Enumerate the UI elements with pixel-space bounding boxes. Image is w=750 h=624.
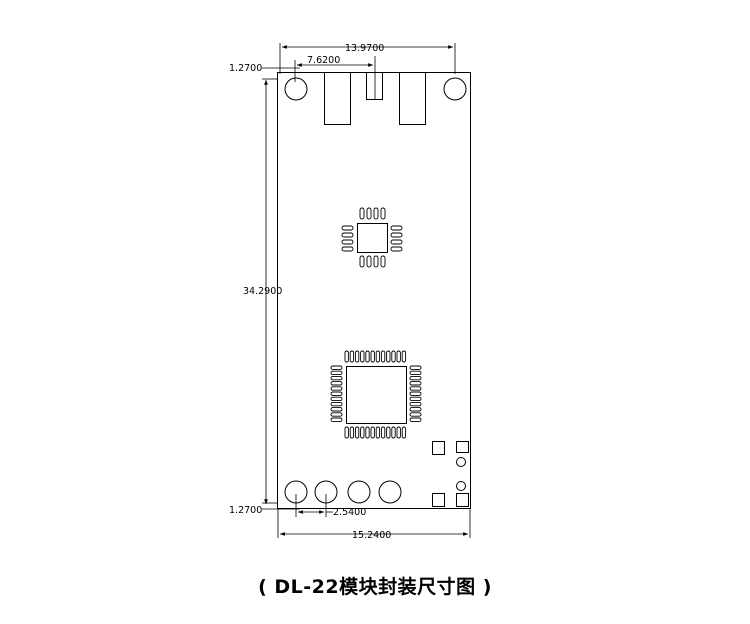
large-chip-pin: [330, 401, 343, 407]
dim-pin-pitch: [295, 494, 333, 517]
large-chip-pin: [391, 350, 396, 363]
small-chip-pin: [341, 225, 354, 231]
small-chip-pin: [380, 207, 386, 220]
small-chip-pin: [380, 255, 386, 268]
large-chip-pin: [409, 365, 422, 370]
large-chip-pin: [365, 350, 370, 363]
large-chip-pin: [409, 391, 422, 396]
dim-top-offset-label: 7.6200: [307, 55, 340, 66]
large-chip-pin: [330, 375, 343, 381]
large-chip-pin: [409, 386, 422, 391]
small-chip-pin: [341, 239, 354, 245]
large-chip-pin: [386, 350, 391, 363]
top-pad-right: [399, 72, 426, 125]
small-chip-pin: [359, 207, 365, 220]
dim-pin-pitch-label: 2.5400: [333, 507, 366, 518]
small-chip-pin: [373, 255, 379, 268]
large-chip-pin: [409, 396, 422, 402]
small-chip-pin: [390, 246, 403, 252]
large-chip-pin: [330, 396, 343, 402]
top-pad-center: [366, 72, 383, 100]
dim-total-width-label: 15.2400: [352, 530, 391, 541]
large-chip-pin: [370, 350, 375, 363]
small-chip-body: [357, 223, 388, 253]
large-chip-pin: [396, 350, 401, 363]
large-chip-pin: [375, 426, 381, 439]
board-outline: [277, 72, 471, 509]
square-pad-2: [456, 441, 469, 453]
large-chip-pin: [401, 350, 407, 363]
large-chip-pin: [360, 426, 365, 439]
dim-top-width-label: 13.9700: [345, 43, 384, 54]
dim-bottom-margin: [262, 502, 300, 510]
large-chip-pin: [360, 350, 365, 363]
small-chip-pin: [359, 255, 365, 268]
large-chip-pin: [375, 350, 381, 363]
dim-top-offset: [294, 56, 376, 100]
square-pad-1: [432, 441, 445, 455]
square-pad-3: [432, 493, 445, 507]
large-chip-pin: [349, 426, 355, 439]
large-qfp-chip: [330, 350, 422, 439]
mounting-hole-top-left: [284, 77, 308, 101]
large-chip-pin: [386, 426, 391, 439]
large-chip-pin: [391, 426, 396, 439]
large-chip-pin: [330, 417, 343, 422]
large-chip-pin: [409, 381, 422, 386]
small-qfn-chip: [341, 207, 403, 268]
large-chip-pin: [370, 426, 375, 439]
bottom-pin-3: [347, 480, 371, 504]
large-chip-pin: [330, 391, 343, 396]
small-chip-pin: [390, 239, 403, 245]
diagram-caption: ( DL-22模块封装尺寸图 ): [258, 576, 492, 598]
large-chip-pin: [330, 412, 343, 417]
large-chip-pin: [409, 407, 422, 412]
large-chip-pin: [354, 426, 360, 439]
large-chip-pin: [409, 401, 422, 407]
large-chip-pin: [330, 365, 343, 370]
mounting-hole-top-right: [443, 77, 467, 101]
large-chip-pin: [354, 350, 360, 363]
dim-top-width: [279, 43, 456, 74]
large-chip-pin: [330, 370, 343, 376]
small-chip-pin: [341, 232, 354, 238]
large-chip-pin: [409, 412, 422, 417]
small-chip-pin: [341, 246, 354, 252]
large-chip-pin: [409, 375, 422, 381]
large-chip-pin: [344, 426, 349, 439]
dim-top-margin: [262, 67, 300, 80]
dim-top-margin-label: 1.2700: [229, 63, 262, 74]
large-chip-pin: [380, 426, 386, 439]
large-chip-pin: [409, 417, 422, 422]
small-hole-2: [456, 481, 466, 491]
dim-height-label: 34.2900: [243, 286, 282, 297]
large-chip-pin: [330, 407, 343, 412]
large-chip-pin: [396, 426, 401, 439]
small-chip-pin: [373, 207, 379, 220]
large-chip-pin: [349, 350, 355, 363]
small-chip-pin: [390, 232, 403, 238]
large-chip-body: [346, 366, 407, 424]
small-hole-1: [456, 457, 466, 467]
large-chip-pin: [401, 426, 407, 439]
small-chip-pin: [366, 255, 372, 268]
small-chip-pin: [390, 225, 403, 231]
large-chip-pin: [365, 426, 370, 439]
large-chip-pin: [330, 386, 343, 391]
large-chip-pin: [380, 350, 386, 363]
dim-total-width: [277, 508, 471, 538]
large-chip-pin: [344, 350, 349, 363]
bottom-pin-4: [378, 480, 402, 504]
square-pad-4: [456, 493, 469, 507]
large-chip-pin: [330, 381, 343, 386]
small-chip-pin: [366, 207, 372, 220]
top-pad-left: [324, 72, 351, 125]
large-chip-pin: [409, 370, 422, 376]
dim-bottom-margin-label: 1.2700: [229, 505, 262, 516]
